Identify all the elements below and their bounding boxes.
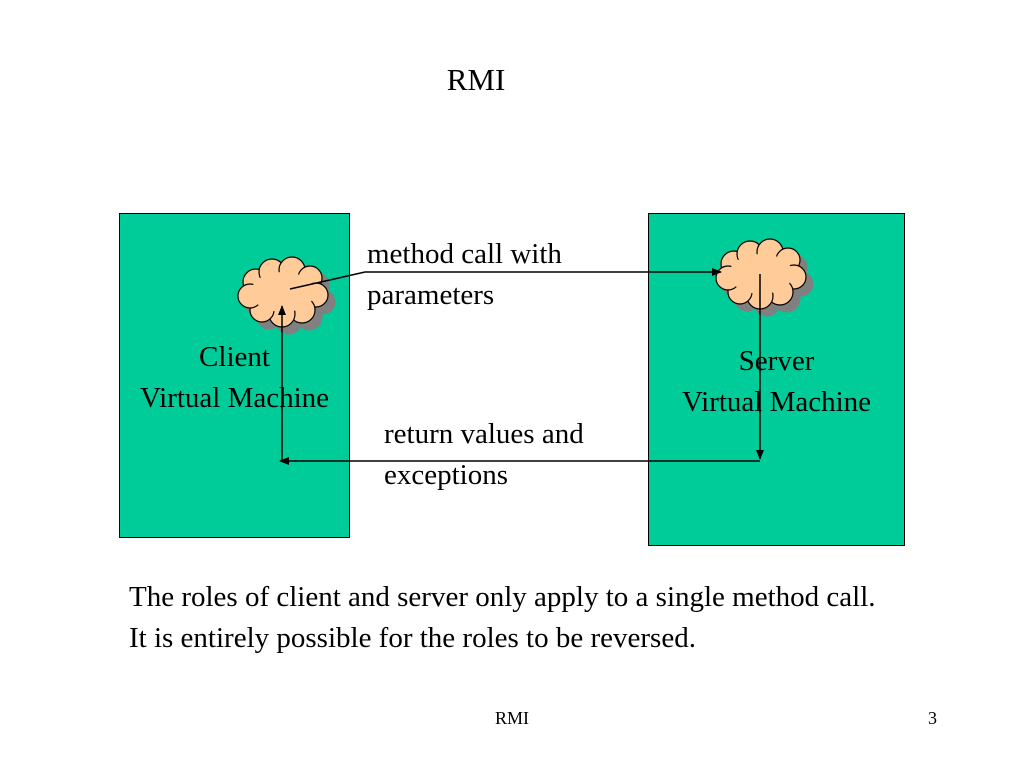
method-call-label: method call with parameters bbox=[367, 234, 562, 316]
method-call-label-line1: method call with bbox=[367, 238, 562, 270]
footer-title: RMI bbox=[494, 708, 529, 728]
page-number: 3 bbox=[928, 708, 937, 728]
caption-line1: The roles of client and server only appl… bbox=[129, 581, 876, 613]
caption-line2: It is entirely possible for the roles to… bbox=[129, 622, 696, 654]
server-label-line2: Virtual Machine bbox=[681, 386, 872, 418]
client-label-line1: Client bbox=[199, 341, 270, 373]
caption: The roles of client and server only appl… bbox=[129, 577, 876, 659]
return-values-label: return values and exceptions bbox=[384, 414, 584, 496]
client-vm-label: Client Virtual Machine bbox=[119, 337, 350, 419]
return-label-line2: exceptions bbox=[384, 459, 509, 491]
server-label-line1: Server bbox=[738, 345, 815, 377]
return-label-line1: return values and bbox=[384, 418, 584, 450]
method-call-label-line2: parameters bbox=[367, 279, 495, 311]
client-label-line2: Virtual Machine bbox=[139, 382, 330, 414]
server-vm-label: Server Virtual Machine bbox=[648, 341, 905, 423]
slide-title: RMI bbox=[446, 62, 506, 97]
